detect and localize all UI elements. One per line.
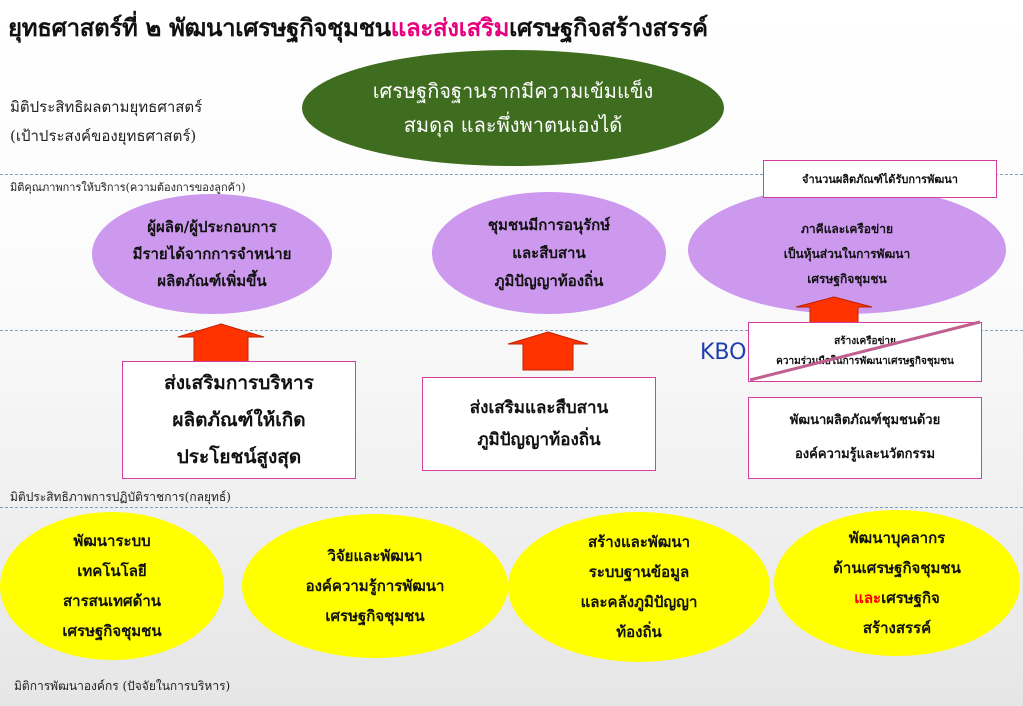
strategy-line: พัฒนาผลิตภัณฑ์ชุมชนด้วย xyxy=(789,413,941,428)
org-factor-text: เศรษฐกิจ xyxy=(881,589,940,607)
strategy-box: ส่งเสริมการบริหาร ผลิตภัณฑ์ให้เกิด ประโย… xyxy=(122,361,356,479)
up-arrow-icon xyxy=(177,323,265,365)
org-factor-line: พัฒนาระบบ xyxy=(73,532,151,550)
strategy-line: สร้างเครือข่าย xyxy=(834,336,896,347)
divider-line xyxy=(0,174,1023,175)
strategy-line: ประโยชน์สูงสุด xyxy=(176,445,302,468)
outcome-line: ผู้ผลิต/ผู้ประกอบการ xyxy=(147,217,277,236)
strike-through-line xyxy=(749,320,981,382)
outcome-line: มีรายได้จากการจำหน่าย xyxy=(132,244,292,263)
org-factor-highlight: และ xyxy=(854,589,882,607)
effectiveness-dimension-sublabel: (เป้าประสงค์ของยุทธศาสตร์) xyxy=(10,127,197,145)
page-title: ยุทธศาสตร์ที่ ๒ พัฒนาเศรษฐกิจชุมชนและส่ง… xyxy=(8,8,708,47)
strategy-box: พัฒนาผลิตภัณฑ์ชุมชนด้วย องค์ความรู้และนว… xyxy=(748,397,982,479)
org-factor-line: องค์ความรู้การพัฒนา xyxy=(305,577,445,595)
org-factor-line: วิจัยและพัฒนา xyxy=(327,547,423,565)
strategy-line: องค์ความรู้และนวัตกรรม xyxy=(794,447,936,462)
strategy-box: ส่งเสริมและสืบสาน ภูมิปัญญาท้องถิ่น xyxy=(422,377,656,471)
divider-line xyxy=(0,330,1023,331)
title-part3: เศรษฐกิจสร้างสรรค์ xyxy=(509,13,708,42)
org-factor-line: ด้านเศรษฐกิจชุมชน xyxy=(833,559,961,577)
org-factor-line: ระบบฐานข้อมูล xyxy=(588,563,690,581)
org-factor-line: เศรษฐกิจชุมชน xyxy=(62,622,162,640)
up-arrow-icon xyxy=(507,331,589,371)
effectiveness-dimension-label: มิติประสิทธิผลตามยุทธศาสตร์ xyxy=(10,98,203,116)
kbo-label: KBO xyxy=(700,340,747,365)
org-factor-ellipse: วิจัยและพัฒนา องค์ความรู้การพัฒนา เศรษฐก… xyxy=(242,514,508,658)
org-factor-line: สร้างสรรค์ xyxy=(862,619,932,637)
outcome-line: ผลิตภัณฑ์เพิ่มขึ้น xyxy=(157,271,267,290)
divider-line xyxy=(0,507,1023,508)
outcome-ellipse: ภาคีและเครือข่าย เป็นหุ้นส่วนในการพัฒนา … xyxy=(688,186,1006,314)
org-factor-ellipse: พัฒนาบุคลากร ด้านเศรษฐกิจชุมชน และเศรษฐก… xyxy=(774,510,1020,656)
org-factor-ellipse: พัฒนาระบบ เทคโนโลยี สารสนเทศด้าน เศรษฐกิ… xyxy=(0,512,224,660)
org-factor-line: เทคโนโลยี xyxy=(77,562,147,580)
efficiency-dimension-label: มิติประสิทธิภาพการปฏิบัติราชการ(กลยุทธ์) xyxy=(10,490,231,504)
title-highlight: และส่งเสริม xyxy=(390,13,510,42)
strategy-line: ส่งเสริมและสืบสาน xyxy=(469,398,609,418)
goal-ellipse: เศรษฐกิจฐานรากมีความเข้มแข็ง สมดุล และพึ… xyxy=(302,50,724,166)
goal-line: สมดุล และพึ่งพาตนเองได้ xyxy=(403,113,623,137)
indicator-box: จำนวนผลิตภัณฑ์ได้รับการพัฒนา xyxy=(763,160,997,198)
outcome-line: ภาคีและเครือข่าย xyxy=(801,221,893,236)
strategy-line: ส่งเสริมการบริหาร xyxy=(164,371,314,394)
strategy-line: ภูมิปัญญาท้องถิ่น xyxy=(477,430,601,450)
outcome-line: ภูมิปัญญาท้องถิ่น xyxy=(494,272,604,290)
goal-line: เศรษฐกิจฐานรากมีความเข้มแข็ง xyxy=(372,79,654,103)
org-factor-line: ท้องถิ่น xyxy=(616,623,662,641)
title-part1: ยุทธศาสตร์ที่ ๒ พัฒนาเศรษฐกิจชุมชน xyxy=(8,13,391,42)
outcome-line: เป็นหุ้นส่วนในการพัฒนา xyxy=(783,246,911,261)
org-factor-ellipse: สร้างและพัฒนา ระบบฐานข้อมูล และคลังภูมิป… xyxy=(508,512,770,662)
org-factor-line: เศรษฐกิจชุมชน xyxy=(325,607,425,625)
service-quality-dimension-label: มิติคุณภาพการให้บริการ(ความต้องการของลูก… xyxy=(10,181,246,194)
strategy-line: ความร่วมมือในการพัฒนาเศรษฐกิจชุมชน xyxy=(776,356,954,367)
org-factor-line: และคลังภูมิปัญญา xyxy=(580,593,698,611)
outcome-ellipse: ผู้ผลิต/ผู้ประกอบการ มีรายได้จากการจำหน่… xyxy=(92,194,332,314)
org-development-dimension-label: มิติการพัฒนาองค์กร (ปัจจัยในการบริหาร) xyxy=(14,679,231,693)
org-factor-line: สร้างและพัฒนา xyxy=(588,533,690,551)
outcome-line: และสืบสาน xyxy=(512,244,586,262)
outcome-ellipse: ชุมชนมีการอนุรักษ์ และสืบสาน ภูมิปัญญาท้… xyxy=(432,192,666,314)
outcome-line: ชุมชนมีการอนุรักษ์ xyxy=(487,216,611,234)
strategy-line: ผลิตภัณฑ์ให้เกิด xyxy=(172,408,306,431)
org-factor-line: พัฒนาบุคลากร xyxy=(848,529,946,547)
indicator-text: จำนวนผลิตภัณฑ์ได้รับการพัฒนา xyxy=(802,173,958,186)
org-factor-line-mixed: และเศรษฐกิจ xyxy=(854,583,940,613)
outcome-line: เศรษฐกิจชุมชน xyxy=(807,271,887,286)
org-factor-line: สารสนเทศด้าน xyxy=(63,592,161,610)
